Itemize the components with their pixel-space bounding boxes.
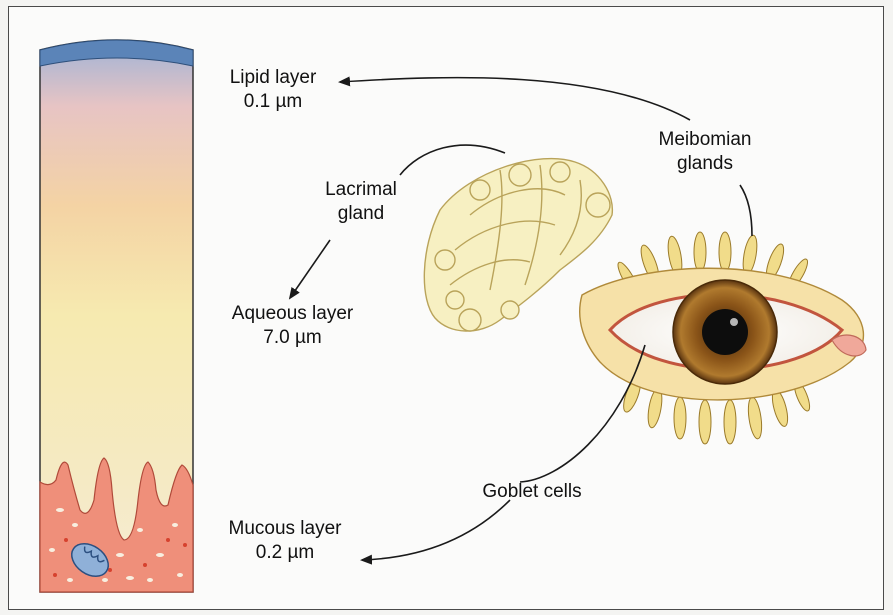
arrow-lacrimal-to-aqueous	[290, 240, 330, 298]
eye-illustration	[580, 232, 866, 444]
aqueous-layer-name: Aqueous layer	[200, 302, 385, 326]
meibomian-line1: Meibomian	[640, 128, 770, 152]
pupil-highlight	[730, 318, 738, 326]
mucous-layer-label: Mucous layer 0.2 µm	[200, 517, 370, 565]
lipid-layer-label: Lipid layer 0.1 µm	[208, 66, 338, 114]
mucous-layer-name: Mucous layer	[200, 517, 370, 541]
lacrimal-line1: Lacrimal	[306, 178, 416, 202]
pupil	[702, 309, 748, 355]
aqueous-layer-thickness: 7.0 µm	[200, 326, 385, 350]
mucous-layer-thickness: 0.2 µm	[200, 541, 370, 565]
lacrimal-line2: gland	[306, 202, 416, 226]
meibomian-leader-line	[740, 185, 752, 236]
arrow-goblet-to-mucous	[362, 500, 510, 560]
arrow-meibomian-to-lipid	[340, 78, 690, 120]
lacrimal-leader-line	[400, 145, 505, 175]
goblet-cells-text: Goblet cells	[462, 480, 602, 504]
goblet-cells-label: Goblet cells	[462, 480, 602, 504]
meibomian-line2: glands	[640, 152, 770, 176]
lacrimal-gland-label: Lacrimal gland	[306, 178, 416, 226]
lipid-layer-thickness: 0.1 µm	[208, 90, 338, 114]
tear-film-column	[40, 40, 193, 592]
aqueous-layer-label: Aqueous layer 7.0 µm	[200, 302, 385, 350]
meibomian-glands-label: Meibomian glands	[640, 128, 770, 176]
lipid-layer-name: Lipid layer	[208, 66, 338, 90]
